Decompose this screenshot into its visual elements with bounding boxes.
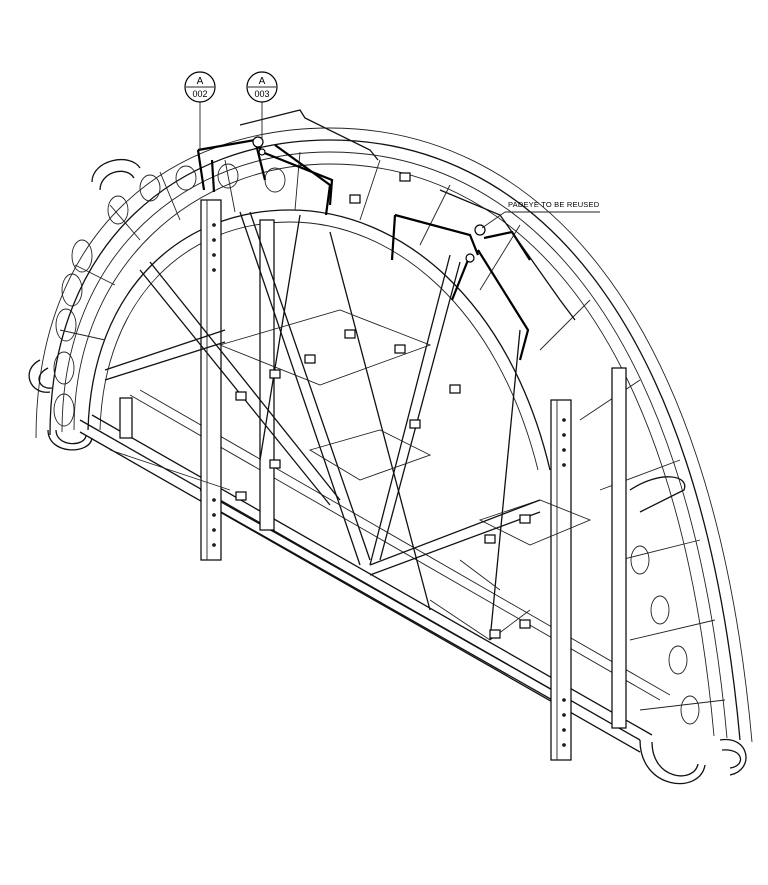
outer-arch-ring — [35, 127, 753, 743]
callout-letter: A — [259, 76, 266, 87]
base-rails — [79, 389, 671, 753]
callout-bubble-a002: A 002 — [184, 71, 216, 103]
truss-diagonals — [104, 211, 592, 641]
connection-clips — [235, 172, 531, 639]
callout-number: 002 — [192, 89, 207, 99]
callout-number: 003 — [254, 89, 269, 99]
callout-letter: A — [197, 76, 204, 87]
callout-leaders — [199, 102, 600, 229]
inner-arch — [87, 209, 551, 471]
callout-bubble-a003: A 003 — [246, 71, 278, 103]
padeye-right — [390, 189, 576, 361]
post-bolt-holes — [212, 223, 566, 747]
roller-wheels — [53, 163, 700, 725]
radial-spokes — [59, 151, 726, 711]
padeye-left — [196, 109, 379, 216]
padeye-note-label: PADEYE TO BE REUSED — [508, 200, 600, 209]
pipe-loops — [28, 158, 747, 785]
vertical-posts — [119, 199, 627, 761]
